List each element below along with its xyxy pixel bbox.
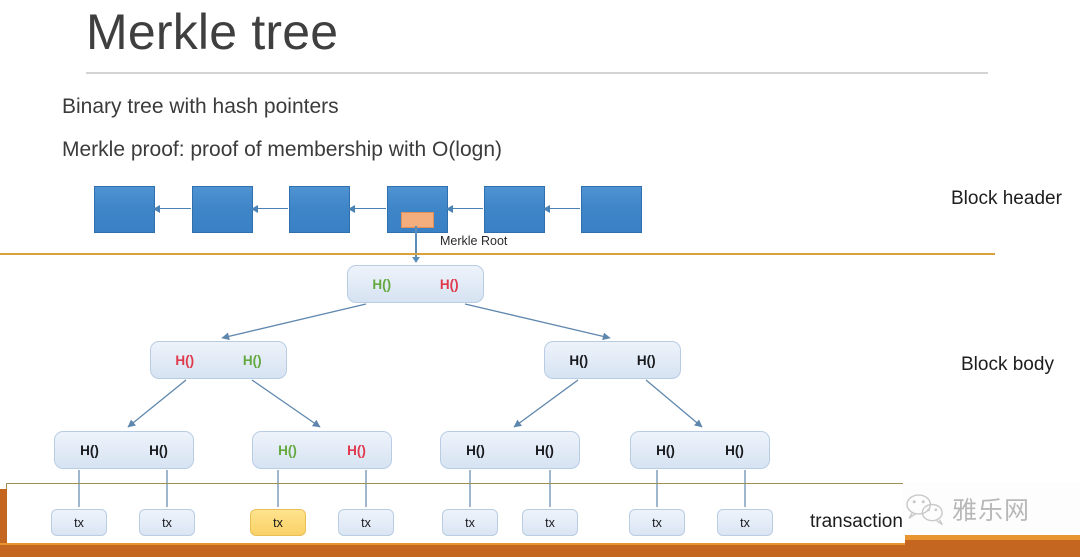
chain-block-2[interactable] <box>289 186 350 233</box>
hash-node-0[interactable]: H() H() <box>54 431 194 469</box>
chain-arrow-2 <box>348 204 386 213</box>
hash-label: H() <box>656 442 675 458</box>
transaction-node-0[interactable]: tx <box>51 509 107 536</box>
hash-label: H() <box>569 352 589 368</box>
merkle-root-caption: Merkle Root <box>440 234 508 248</box>
chain-block-5[interactable] <box>581 186 642 233</box>
hash-node-2[interactable]: H() H() <box>440 431 580 469</box>
wechat-icon <box>906 494 943 526</box>
hash-label: H() <box>347 442 366 458</box>
bullet-line-1: Binary tree with hash pointers <box>62 95 339 118</box>
transaction-node-4[interactable]: tx <box>442 509 498 536</box>
merkle-root-marker[interactable] <box>401 212 434 228</box>
transaction-node-7[interactable]: tx <box>717 509 773 536</box>
hash-label: H() <box>636 352 656 368</box>
transaction-node-5[interactable]: tx <box>522 509 578 536</box>
chain-arrow-4 <box>543 204 580 213</box>
transaction-node-3[interactable]: tx <box>338 509 394 536</box>
frame-bottom-highlight <box>0 543 1080 545</box>
transaction-node-6[interactable]: tx <box>629 509 685 536</box>
hash-label: H() <box>535 442 554 458</box>
merkle-root-node[interactable]: H() H() <box>347 265 484 303</box>
hash-label: H() <box>242 352 262 368</box>
chain-block-1[interactable] <box>192 186 253 233</box>
hash-label: H() <box>80 442 99 458</box>
hash-label: H() <box>278 442 297 458</box>
block-body-label: Block body <box>961 354 1054 375</box>
hash-label: H() <box>725 442 744 458</box>
frame-left-orange <box>0 489 7 557</box>
watermark: 雅乐网 <box>903 483 1080 535</box>
hash-label: H() <box>149 442 168 458</box>
page-title: Merkle tree <box>86 4 339 60</box>
hash-node-right[interactable]: H() H() <box>544 341 681 379</box>
frame-right-lower-orange <box>905 540 1080 557</box>
hash-label: H() <box>439 276 459 292</box>
merkle-root-connector <box>412 226 420 263</box>
bullet-line-2: Merkle proof: proof of membership with O… <box>62 138 503 161</box>
transaction-node-1[interactable]: tx <box>139 509 195 536</box>
block-header-label: Block header <box>951 188 1062 209</box>
title-divider-rule <box>86 72 988 74</box>
chain-arrow-3 <box>446 204 483 213</box>
frame-bottom-orange <box>0 545 1080 557</box>
hash-label: H() <box>466 442 485 458</box>
transaction-node-2[interactable]: tx <box>250 509 306 536</box>
hash-node-left[interactable]: H() H() <box>150 341 287 379</box>
header-body-divider <box>0 253 995 255</box>
chain-block-4[interactable] <box>484 186 545 233</box>
chain-arrow-0 <box>153 204 191 213</box>
hash-node-1[interactable]: H() H() <box>252 431 392 469</box>
chain-arrow-1 <box>251 204 288 213</box>
hash-label: H() <box>372 276 392 292</box>
hash-label: H() <box>175 352 195 368</box>
hash-node-3[interactable]: H() H() <box>630 431 770 469</box>
chain-block-0[interactable] <box>94 186 155 233</box>
watermark-text: 雅乐网 <box>952 496 1031 525</box>
transactions-label: transactions <box>810 511 913 532</box>
